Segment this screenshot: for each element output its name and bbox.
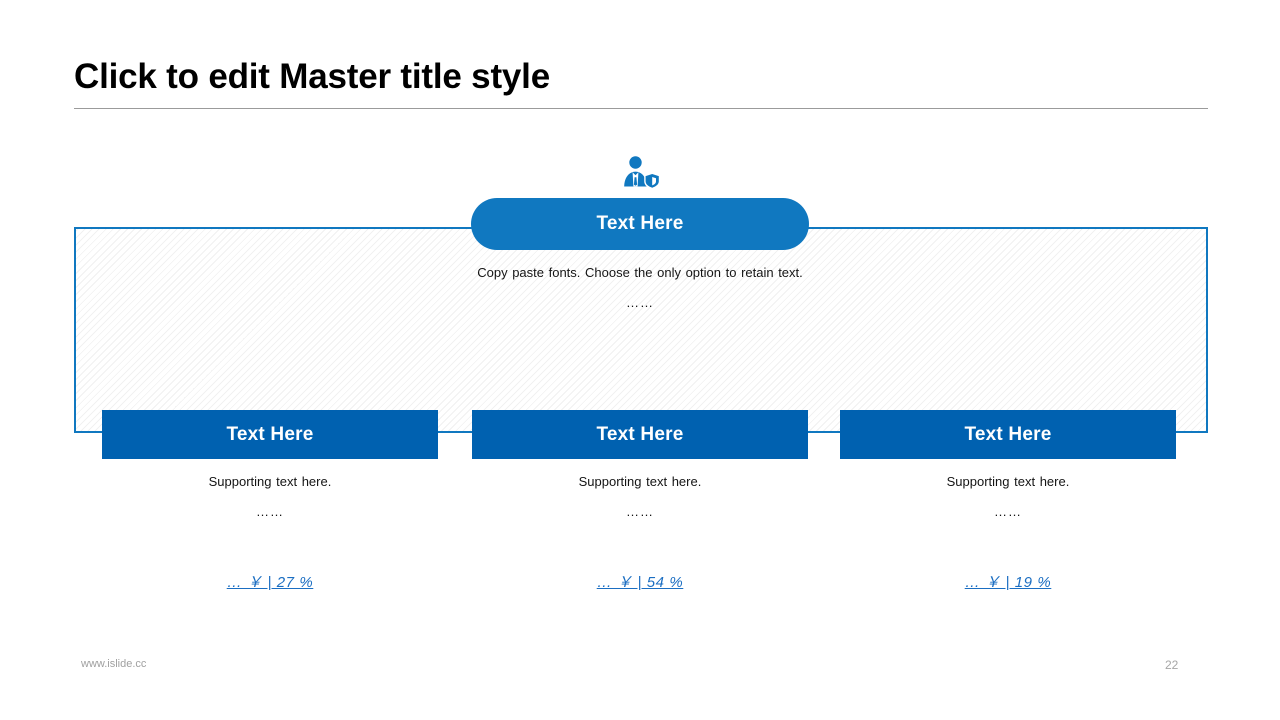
child-column-3: Text Here Supporting text here. …… … ￥ |…: [840, 410, 1176, 592]
child-column-3-support-text: Supporting text here.: [946, 474, 1070, 489]
top-node-text-block: Copy paste fonts. Choose the only option…: [371, 263, 909, 310]
top-node-dots: ……: [626, 295, 654, 310]
top-node-label: Text Here: [596, 213, 684, 234]
child-column-1-link-wrap: … ￥ | 27 %: [102, 571, 438, 592]
child-column-2: Text Here Supporting text here. …… … ￥ |…: [472, 410, 808, 592]
child-column-3-body: Supporting text here. ……: [840, 472, 1176, 519]
page-title: Click to edit Master title style: [74, 57, 550, 96]
footer-website: www.islide.cc: [81, 658, 147, 670]
child-column-1-header[interactable]: Text Here: [102, 410, 438, 459]
child-column-1-support-text: Supporting text here.: [208, 474, 332, 489]
child-column-3-link[interactable]: … ￥ | 19 %: [964, 574, 1052, 591]
child-column-1: Text Here Supporting text here. …… … ￥ |…: [102, 410, 438, 592]
child-column-2-link-wrap: … ￥ | 54 %: [472, 571, 808, 592]
child-column-2-body: Supporting text here. ……: [472, 472, 808, 519]
child-column-1-label: Text Here: [226, 423, 314, 445]
user-shield-icon: [619, 153, 661, 195]
child-column-3-header[interactable]: Text Here: [840, 410, 1176, 459]
title-placeholder[interactable]: Click to edit Master title style: [74, 55, 1208, 109]
top-node-description: Copy paste fonts. Choose the only option…: [477, 265, 803, 280]
footer-page-number: 22: [1165, 658, 1179, 672]
child-column-3-label: Text Here: [964, 423, 1052, 445]
child-column-2-support-text: Supporting text here.: [578, 474, 702, 489]
child-column-2-link[interactable]: … ￥ | 54 %: [596, 574, 684, 591]
parent-container-panel: [74, 227, 1208, 433]
child-column-1-dots: ……: [256, 504, 284, 519]
child-column-3-link-wrap: … ￥ | 19 %: [840, 571, 1176, 592]
child-column-3-dots: ……: [994, 504, 1022, 519]
title-divider: [74, 108, 1208, 109]
child-column-1-link[interactable]: … ￥ | 27 %: [226, 574, 314, 591]
child-column-1-body: Supporting text here. ……: [102, 472, 438, 519]
child-column-2-header[interactable]: Text Here: [472, 410, 808, 459]
top-node-button[interactable]: Text Here: [471, 198, 809, 250]
child-column-2-dots: ……: [626, 504, 654, 519]
child-column-2-label: Text Here: [596, 423, 684, 445]
